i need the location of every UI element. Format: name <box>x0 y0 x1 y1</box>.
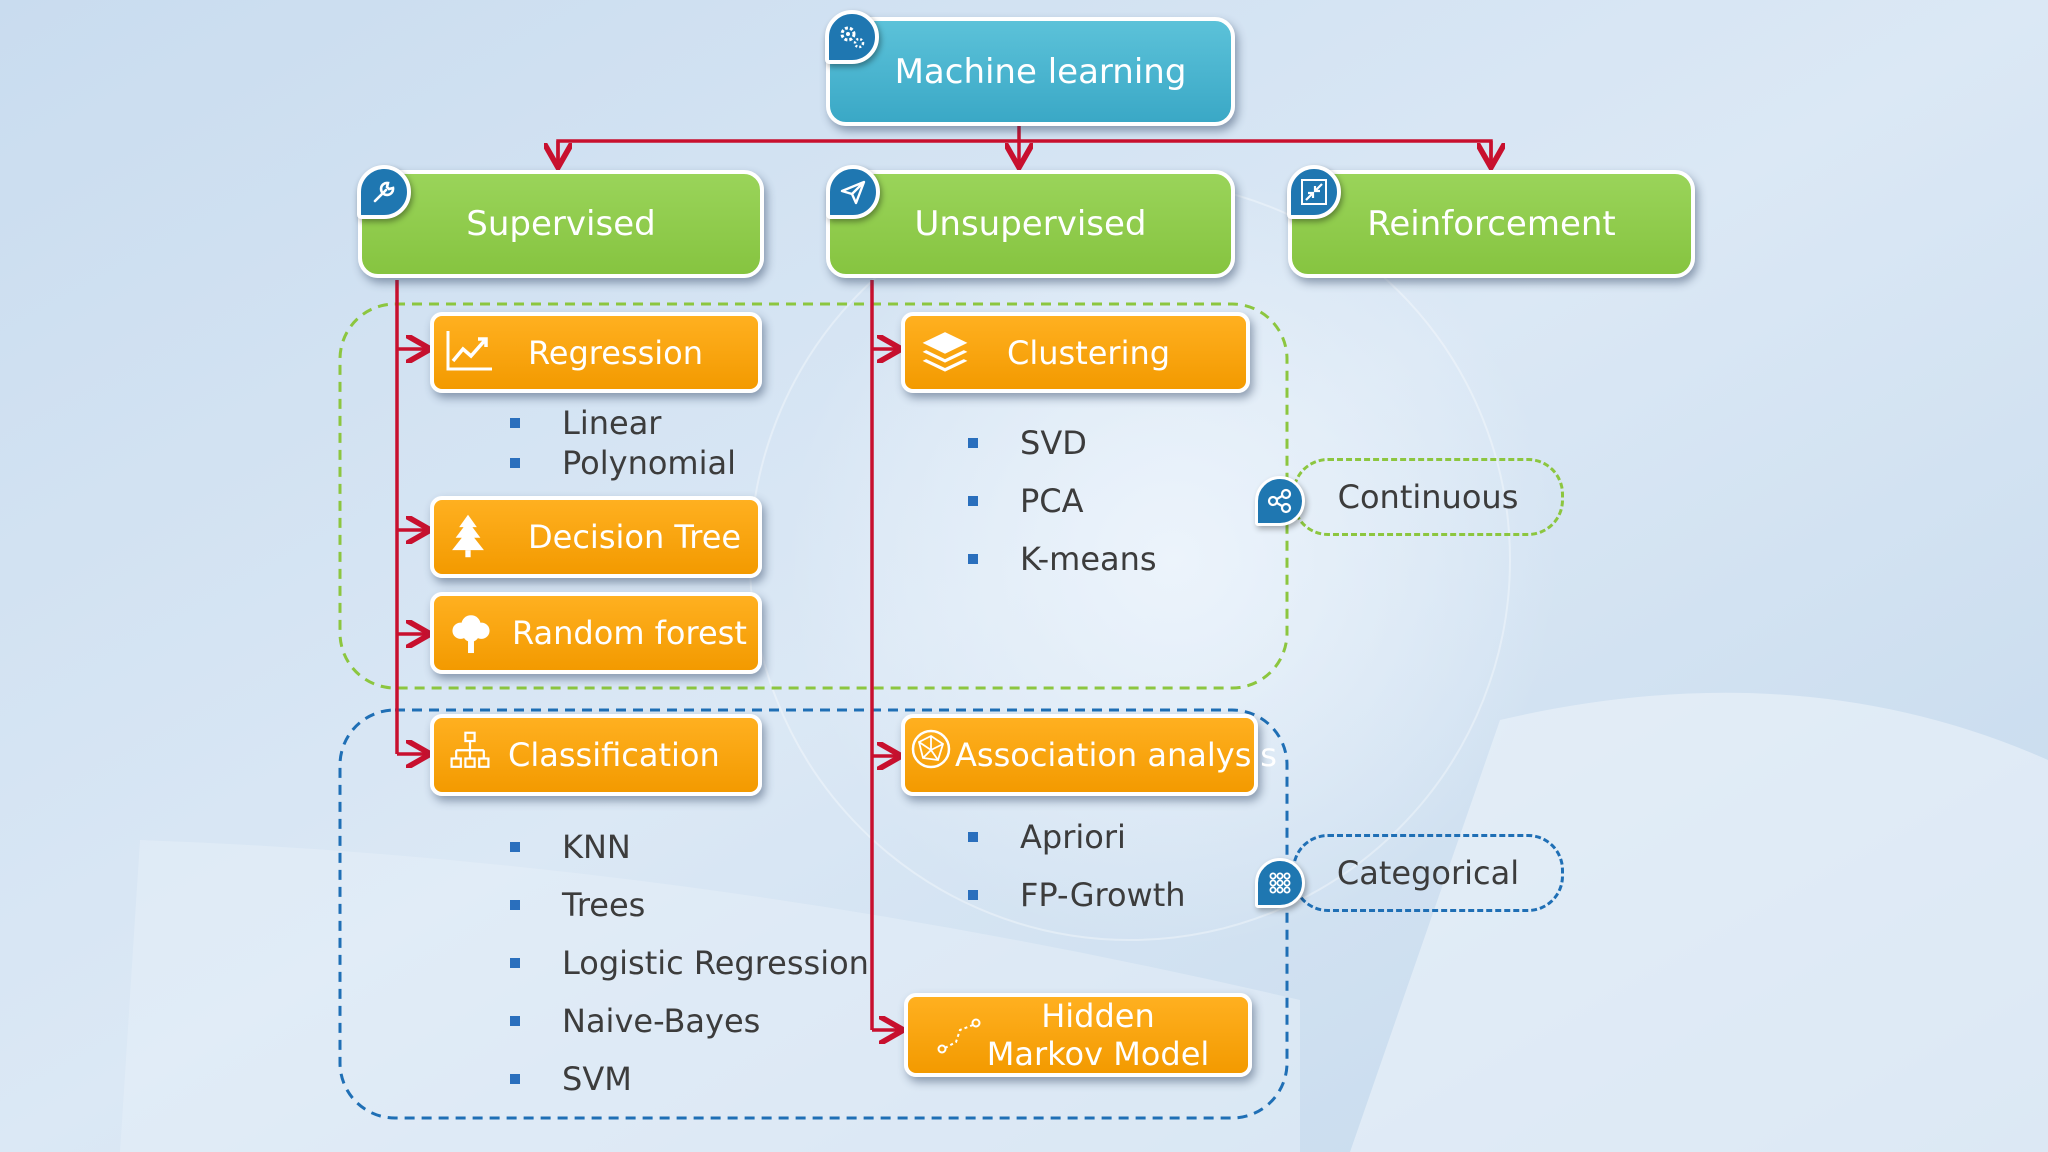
list-item: Naive-Bayes <box>510 992 869 1050</box>
association-analysis-node[interactable]: Association analysis <box>901 714 1277 796</box>
association-analysis-label: Association analysis <box>955 736 1277 774</box>
paper-plane-icon <box>826 165 880 219</box>
clustering-label: Clustering <box>1007 333 1171 372</box>
reinforcement-label: Reinforcement <box>1367 204 1616 244</box>
continuous-tag: Continuous <box>1292 458 1564 536</box>
layers-icon <box>916 326 974 376</box>
list-item: PCA <box>968 472 1157 530</box>
supervised-node[interactable]: Supervised <box>358 170 764 278</box>
list-item: Polynomial <box>510 443 736 483</box>
list-item: K-means <box>968 530 1157 588</box>
clustering-list: SVD PCA K-means <box>968 414 1157 588</box>
wrench-icon <box>357 165 411 219</box>
hmm-label-line1: Hidden <box>1041 997 1155 1035</box>
list-item: SVD <box>968 414 1157 472</box>
hmm-label-line2: Markov Model <box>986 1035 1210 1073</box>
classification-label: Classification <box>508 736 720 774</box>
machine-learning-label: Machine learning <box>894 51 1187 92</box>
regression-node[interactable]: Regression <box>430 312 762 393</box>
list-item: Apriori <box>968 808 1186 866</box>
hidden-markov-model-node[interactable]: Hidden Markov Model <box>904 993 1252 1077</box>
random-forest-node[interactable]: Random forest <box>430 592 762 674</box>
classification-list: KNN Trees Logistic Regression Naive-Baye… <box>510 818 869 1108</box>
categorical-tag: Categorical <box>1292 834 1564 912</box>
share-icon <box>1255 476 1305 526</box>
association-list: Apriori FP-Growth <box>968 808 1186 924</box>
tree-icon <box>440 602 502 664</box>
line-chart-icon <box>442 325 498 375</box>
list-item: Logistic Regression <box>510 934 869 992</box>
categorical-label: Categorical <box>1336 854 1520 892</box>
dots-grid-icon <box>1255 858 1305 908</box>
continuous-label: Continuous <box>1337 478 1519 516</box>
pine-tree-icon <box>446 510 490 562</box>
gears-icon <box>825 10 879 64</box>
list-item: Trees <box>510 876 869 934</box>
regression-list: Linear Polynomial <box>510 403 736 483</box>
unsupervised-label: Unsupervised <box>914 204 1147 244</box>
compress-arrows-icon <box>1287 165 1341 219</box>
random-forest-label: Random forest <box>512 614 747 652</box>
network-globe-icon <box>910 728 952 770</box>
list-item: Linear <box>510 403 736 443</box>
machine-learning-node[interactable]: Machine learning <box>826 17 1235 126</box>
unsupervised-node[interactable]: Unsupervised <box>826 170 1235 278</box>
reinforcement-node[interactable]: Reinforcement <box>1288 170 1695 278</box>
hierarchy-icon <box>448 728 492 778</box>
list-item: SVM <box>510 1050 869 1108</box>
decision-tree-node[interactable]: Decision Tree <box>430 496 762 578</box>
list-item: FP-Growth <box>968 866 1186 924</box>
decision-tree-label: Decision Tree <box>528 518 742 556</box>
classification-node[interactable]: Classification <box>430 714 762 796</box>
path-nodes-icon <box>936 1016 982 1056</box>
regression-label: Regression <box>528 333 704 372</box>
supervised-label: Supervised <box>466 204 656 244</box>
list-item: KNN <box>510 818 869 876</box>
